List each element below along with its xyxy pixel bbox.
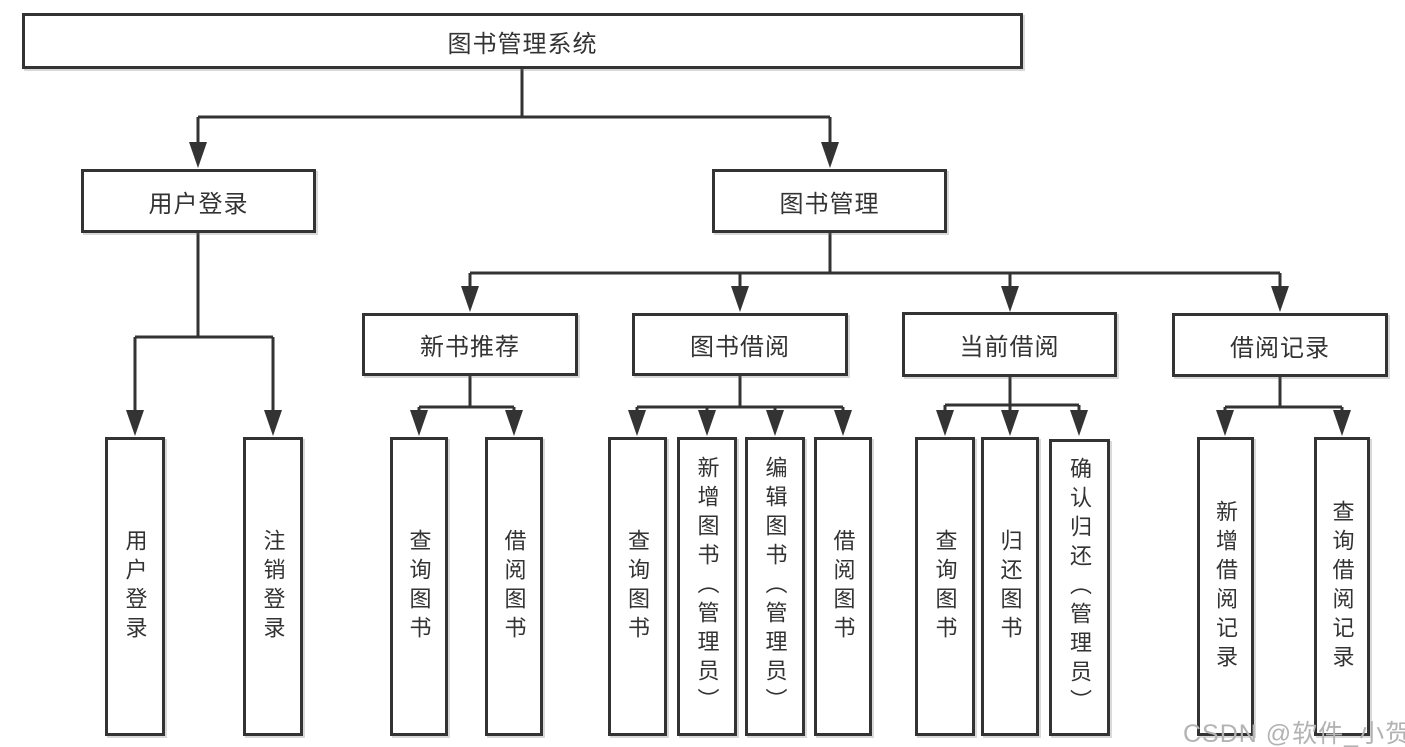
node-current-borrow: 当前借阅 [902, 312, 1117, 377]
arrowhead-level2-left [189, 142, 207, 168]
arrowhead-book-borrow [731, 286, 749, 312]
connector-book-borrow-to-leaves [635, 376, 845, 432]
connector-book-management-to-level3 [468, 233, 1282, 308]
node-borrow-records: 借阅记录 [1172, 313, 1388, 377]
arrowhead-nbr-borrow-book [505, 410, 523, 436]
leaf-nbr-query-book: 查询图书 [390, 437, 448, 736]
arrowhead-cb-query-book [936, 410, 954, 436]
arrowhead-leaf-logout [264, 410, 282, 436]
connector-user-login-to-leaves [133, 233, 275, 432]
leaf-logout: 注销登录 [243, 437, 303, 736]
leaf-bb-borrow-book: 借阅图书 [814, 437, 872, 736]
leaf-cb-confirm-return-admin: 确认归还（管理员） [1049, 439, 1110, 736]
arrowhead-br-add-record [1216, 410, 1234, 436]
arrowhead-bb-borrow-book [834, 410, 852, 436]
leaf-user-login: 用户登录 [105, 437, 165, 736]
arrowhead-cb-confirm-return [1070, 410, 1088, 436]
connector-new-book-recommend-to-leaves [417, 376, 516, 432]
arrowhead-cb-return-book [1001, 410, 1019, 436]
node-new-book-recommend: 新书推荐 [362, 313, 578, 376]
leaf-bb-query-book: 查询图书 [608, 437, 667, 736]
node-book-management: 图书管理 [712, 169, 947, 233]
node-book-borrow: 图书借阅 [632, 313, 848, 376]
leaf-cb-return-book: 归还图书 [981, 437, 1039, 736]
node-root: 图书管理系统 [22, 13, 1023, 69]
arrowhead-br-query-record [1333, 410, 1351, 436]
arrowhead-bb-query-book [628, 410, 646, 436]
connector-borrow-records-to-leaves [1223, 377, 1344, 432]
node-user-login: 用户登录 [81, 169, 316, 233]
connector-root-to-level2 [196, 69, 832, 164]
watermark: CSDN @软件_小贺同学 [1183, 720, 1405, 747]
leaf-br-query-record: 查询借阅记录 [1314, 437, 1370, 736]
arrowhead-leaf-user-login [126, 410, 144, 436]
leaf-br-add-record: 新增借阅记录 [1197, 437, 1254, 736]
arrowhead-new-book-recommend [461, 286, 479, 312]
arrowhead-current-borrow [1001, 286, 1019, 312]
leaf-bb-edit-book-admin: 编辑图书（管理员） [745, 437, 805, 736]
arrowhead-level2-right [821, 142, 839, 168]
arrowhead-bb-edit-book [766, 410, 784, 436]
arrowhead-nbr-query-book [410, 410, 428, 436]
leaf-nbr-borrow-book: 借阅图书 [485, 437, 543, 736]
leaf-cb-query-book: 查询图书 [915, 437, 975, 736]
leaf-bb-add-book-admin: 新增图书（管理员） [677, 437, 737, 736]
arrowhead-bb-add-book [698, 410, 716, 436]
arrowhead-borrow-records [1271, 286, 1289, 312]
